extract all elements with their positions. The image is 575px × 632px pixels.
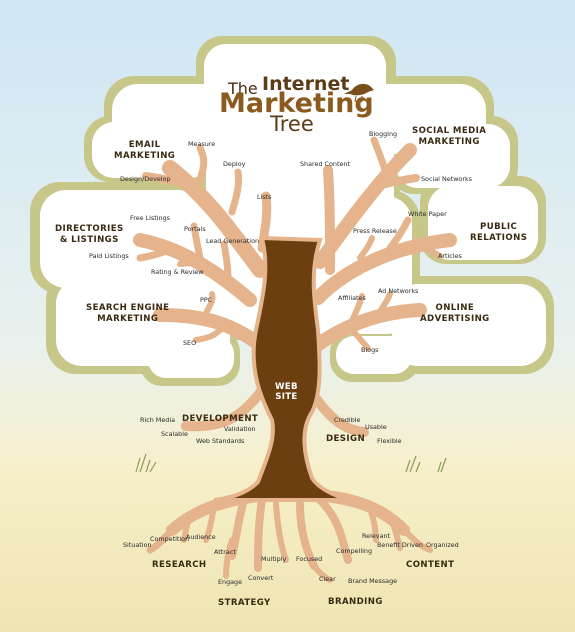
- item-seo: SEO: [183, 339, 197, 347]
- item-validation: Validation: [224, 425, 256, 433]
- item-convert: Convert: [248, 574, 274, 582]
- item-portals: Portals: [184, 225, 206, 233]
- web-site-label: WEB SITE: [275, 382, 298, 402]
- category-search-engine-marketing: SEARCH ENGINE MARKETING: [86, 303, 169, 325]
- category-line: SEARCH ENGINE: [86, 303, 170, 313]
- item-scalable: Scalable: [161, 430, 188, 438]
- item-white-paper: White Paper: [408, 210, 447, 218]
- category-line: ADVERTISING: [420, 314, 490, 324]
- category-branding: BRANDING: [328, 597, 383, 607]
- web-site-line: SITE: [275, 392, 298, 402]
- item-rating-review: Rating & Review: [151, 268, 204, 276]
- item-articles: Articles: [438, 252, 462, 260]
- item-blogs: Blogs: [361, 346, 379, 354]
- category-social-media-marketing: SOCIAL MEDIA MARKETING: [412, 126, 486, 148]
- item-brand-message: Brand Message: [348, 577, 398, 585]
- item-web-standards: Web Standards: [196, 437, 245, 445]
- item-paid-listings: Paid Listings: [89, 252, 129, 260]
- category-line: & LISTINGS: [59, 235, 119, 245]
- item-multiply: Multiply: [261, 555, 287, 563]
- category-line: RELATIONS: [470, 233, 528, 243]
- category-public-relations: PUBLIC RELATIONS: [470, 222, 527, 244]
- category-line: SOCIAL MEDIA: [412, 126, 487, 136]
- category-development: DEVELOPMENT: [182, 414, 259, 424]
- category-email-marketing: EMAIL MARKETING: [114, 140, 175, 162]
- title-tree: Tree: [270, 112, 314, 136]
- item-credible: Credible: [334, 416, 361, 424]
- category-line: MARKETING: [114, 151, 176, 161]
- bird-icon: [344, 83, 374, 103]
- title-the: The: [228, 79, 258, 98]
- category-design: DESIGN: [326, 434, 366, 444]
- category-line: DIRECTORIES: [55, 224, 124, 234]
- item-social-networks: Social Networks: [421, 175, 472, 183]
- title-internet: Internet: [262, 73, 350, 95]
- item-benefit-driven: Benefit Driven: [377, 541, 423, 549]
- item-focused: Focused: [296, 555, 323, 563]
- category-line: EMAIL: [128, 140, 161, 150]
- item-competition: Competition: [150, 535, 190, 543]
- category-strategy: STRATEGY: [218, 598, 271, 608]
- item-blogging: Blogging: [369, 130, 398, 138]
- item-ad-networks: Ad Networks: [378, 287, 419, 295]
- category-line: ONLINE: [435, 303, 475, 313]
- item-compelling: Compelling: [336, 547, 373, 555]
- item-measure: Measure: [188, 140, 216, 148]
- item-free-listings: Free Listings: [130, 214, 170, 222]
- item-attract: Attract: [214, 548, 236, 556]
- trunk: [213, 235, 351, 502]
- item-design-develop: Design/Develop: [120, 175, 171, 183]
- item-lead-generation: Lead Generation: [206, 237, 260, 245]
- category-line: MARKETING: [418, 137, 480, 147]
- category-research: RESEARCH: [152, 560, 207, 570]
- canopy-front: [40, 44, 546, 378]
- item-flexible: Flexible: [377, 437, 402, 445]
- item-ppc: PPC: [200, 296, 213, 304]
- item-relevant: Relevant: [362, 532, 391, 540]
- item-rich-media: Rich Media: [140, 416, 176, 424]
- item-shared-content: Shared Content: [300, 160, 350, 168]
- title-marketing: Marketing: [219, 88, 374, 119]
- item-organized: Organized: [426, 541, 459, 549]
- web-site-line: WEB: [275, 382, 298, 392]
- item-affiliates: Affiliates: [338, 294, 366, 302]
- category-line: MARKETING: [97, 314, 159, 324]
- item-situation: Situation: [123, 541, 152, 549]
- category-content: CONTENT: [406, 560, 455, 570]
- item-deploy: Deploy: [223, 160, 246, 168]
- item-engage: Engage: [218, 578, 243, 586]
- item-press-release: Press Release: [353, 227, 397, 235]
- item-usable: Usable: [365, 423, 387, 431]
- grass: [135, 453, 447, 473]
- category-directories-listings: DIRECTORIES & LISTINGS: [55, 224, 124, 246]
- item-audience: Audience: [186, 533, 216, 541]
- item-lists: Lists: [257, 193, 272, 201]
- category-online-advertising: ONLINE ADVERTISING: [420, 303, 490, 325]
- item-clear: Clear: [319, 575, 336, 583]
- category-line: PUBLIC: [480, 222, 518, 232]
